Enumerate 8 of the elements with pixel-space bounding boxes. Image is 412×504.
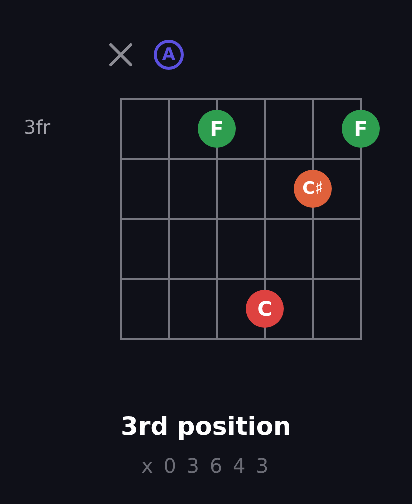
fret-number: 3fr xyxy=(24,118,51,140)
note-dot: F xyxy=(198,110,236,148)
open-string-marker: A xyxy=(154,40,184,70)
note-dot: F xyxy=(342,110,380,148)
note-dot: C♯ xyxy=(294,170,332,208)
fingering-notation: x 0 3 6 4 3 xyxy=(142,455,271,478)
chord-title: 3rd position xyxy=(121,413,292,442)
note-dot: C xyxy=(246,290,284,328)
